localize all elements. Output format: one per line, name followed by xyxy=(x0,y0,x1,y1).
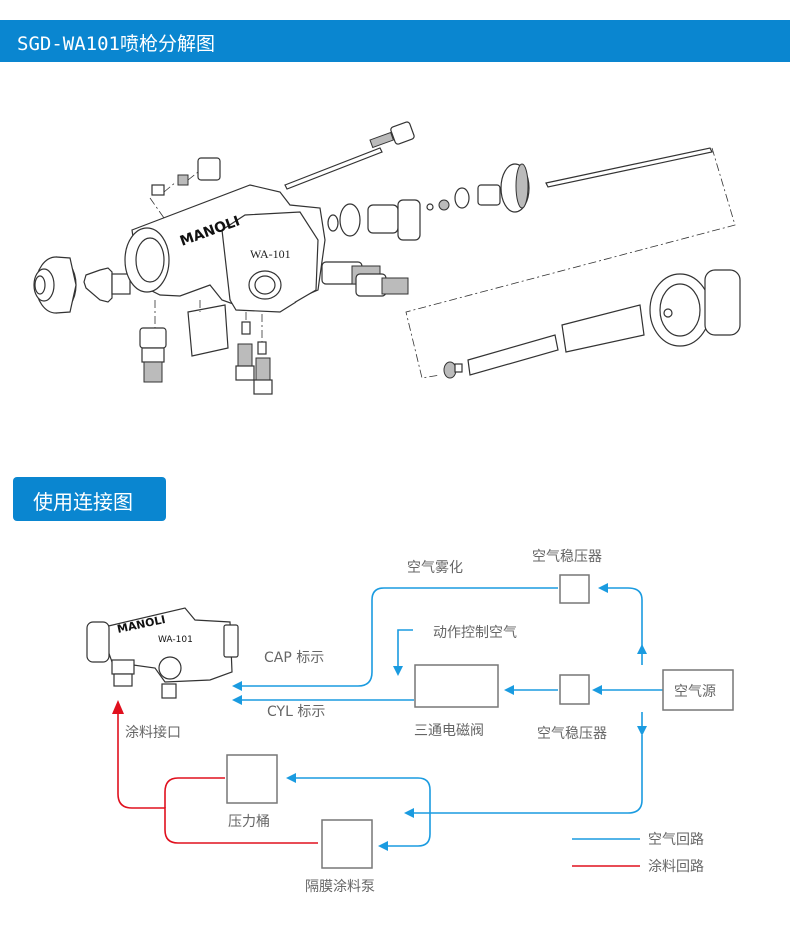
gun-brand-logo: MANOLI xyxy=(116,613,167,636)
needle-part xyxy=(284,121,415,190)
section-title: SGD-WA101喷枪分解图 xyxy=(17,33,215,55)
assembly-guide-line xyxy=(405,147,736,379)
top-fitting-parts xyxy=(149,157,221,219)
paint-inlet-arrow xyxy=(112,700,124,714)
model-label: WA-101 xyxy=(250,247,291,261)
spring-assembly-parts xyxy=(443,269,741,379)
pressure-tank-box xyxy=(226,754,278,804)
legend-air-label: 空气回路 xyxy=(648,832,704,848)
control-air-label: 动作控制空气 xyxy=(433,625,517,641)
tank-paint-line xyxy=(164,777,225,808)
regulator-bottom-box xyxy=(559,674,590,705)
long-needle-part xyxy=(545,147,713,188)
spray-gun-illustration: MANOLI WA-101 xyxy=(86,607,239,699)
fluid-nozzle-part xyxy=(83,267,131,303)
return-air-line xyxy=(404,735,643,818)
source-to-top-regulator-line xyxy=(598,583,643,648)
tank-air-line xyxy=(286,773,431,813)
pump-paint-line xyxy=(117,712,318,844)
air-cap-part xyxy=(33,256,77,314)
valve-assembly-parts xyxy=(327,163,530,241)
section-header-connection: 使用连接图 xyxy=(13,477,166,521)
section-title: 使用连接图 xyxy=(33,490,133,514)
air-source-label: 空气源 xyxy=(674,684,716,700)
diaphragm-pump-label: 隔膜涂料泵 xyxy=(305,879,375,895)
solenoid-valve-box xyxy=(414,664,499,708)
legend-paint-label: 涂料回路 xyxy=(648,859,704,875)
exploded-view-illustration: MANOLI WA-101 xyxy=(33,121,741,395)
section-header-exploded-view: SGD-WA101喷枪分解图 xyxy=(0,20,790,62)
atomizing-air-line xyxy=(232,587,558,691)
gun-body-part: MANOLI WA-101 xyxy=(124,184,326,313)
cap-label: CAP 标示 xyxy=(264,650,324,666)
regulator-bottom-label: 空气稳压器 xyxy=(537,726,607,742)
air-fittings-parts xyxy=(321,261,409,297)
air-source-box xyxy=(662,669,734,711)
diaphragm-pump-box xyxy=(321,819,373,869)
control-air-line xyxy=(393,629,413,676)
pressure-tank-label: 压力桶 xyxy=(228,814,270,830)
paint-inlet-label: 涂料接口 xyxy=(125,724,181,741)
bottom-fitting-parts xyxy=(139,300,273,395)
solenoid-valve-label: 三通电磁阀 xyxy=(414,723,484,739)
atomizing-air-label: 空气雾化 xyxy=(407,560,463,576)
pump-air-line xyxy=(378,813,431,851)
regulator-top-label: 空气稳压器 xyxy=(532,549,602,565)
regulator-top-box xyxy=(559,574,590,604)
gun-model-label: WA-101 xyxy=(158,635,193,645)
cyl-label: CYL 标示 xyxy=(267,704,325,720)
